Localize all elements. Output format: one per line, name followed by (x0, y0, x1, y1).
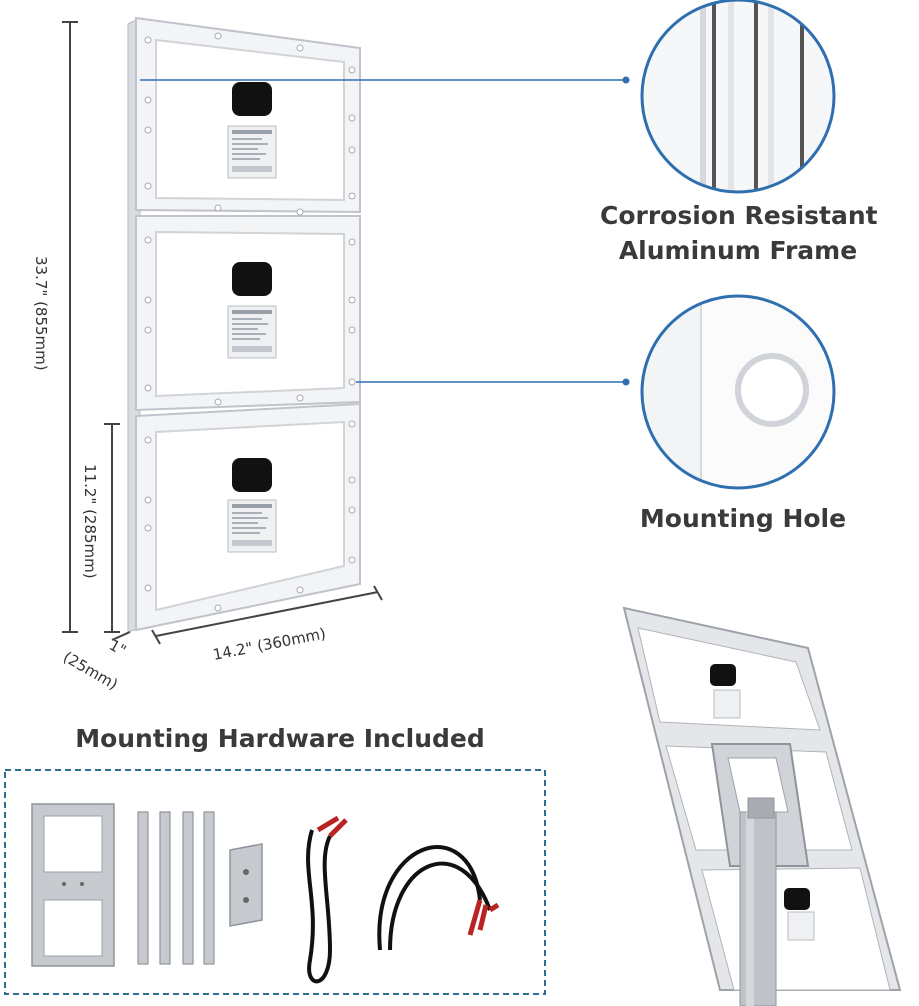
rail-strips (137, 811, 215, 965)
height-panel-label: 11.2" (285mm) (81, 464, 99, 579)
l-bracket (229, 843, 263, 927)
frame-callout-line2: Aluminum Frame (618, 236, 858, 265)
frame-closeup (640, 0, 836, 194)
short-cable (306, 815, 348, 984)
dimension-lines (62, 21, 383, 645)
depth-inch-label: 1" (106, 636, 129, 660)
callout-lines (140, 76, 630, 386)
mounted-panel-illustration (622, 606, 902, 1006)
mounting-plate (31, 803, 115, 967)
width-label: 14.2" (360mm) (211, 624, 327, 664)
long-cable (377, 845, 500, 951)
frame-callout: Corrosion Resistant Aluminum Frame (600, 198, 878, 268)
frame-callout-line1: Corrosion Resistant (600, 201, 878, 230)
height-total-label: 33.7" (855mm) (32, 256, 50, 371)
hardware-title: Mounting Hardware Included (75, 724, 485, 753)
hardware-box (4, 769, 546, 995)
solar-panel-back-view (127, 16, 361, 633)
mounting-hole-closeup (640, 294, 836, 490)
hole-callout: Mounting Hole (639, 504, 847, 533)
